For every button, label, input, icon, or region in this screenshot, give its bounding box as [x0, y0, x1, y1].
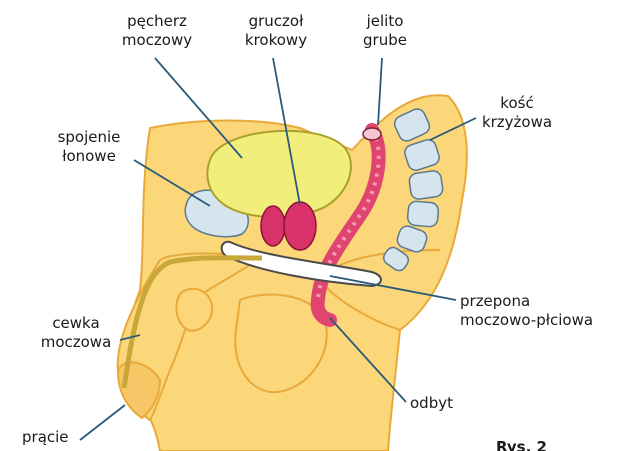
label-symphysis-line2: łonowe	[34, 147, 144, 166]
label-diaphragm-line1: przepona	[460, 292, 593, 311]
label-sacrum-line1: kość	[472, 94, 562, 113]
label-urethra: cewka moczowa	[26, 314, 126, 352]
label-diaphragm-line2: moczowo-płciowa	[460, 311, 593, 330]
label-sacrum: kość krzyżowa	[472, 94, 562, 132]
label-diaphragm: przepona moczowo-płciowa	[460, 292, 593, 330]
testis	[176, 289, 212, 331]
colon-opening	[363, 128, 381, 140]
label-bladder-line2: moczowy	[96, 31, 218, 50]
label-sacrum-line2: krzyżowa	[472, 113, 562, 132]
label-colon-line2: grube	[350, 31, 420, 50]
label-penis-line1: prącie	[22, 428, 69, 447]
prostate-left	[261, 206, 285, 246]
label-prostate-line2: krokowy	[226, 31, 326, 50]
label-symphysis: spojenie łonowe	[34, 128, 144, 166]
label-penis: prącie	[22, 428, 69, 447]
figure-caption: Rys. 2	[496, 438, 547, 451]
label-prostate: gruczoł krokowy	[226, 12, 326, 50]
label-anus-line1: odbyt	[410, 394, 453, 413]
label-colon-line1: jelito	[350, 12, 420, 31]
label-prostate-line1: gruczoł	[226, 12, 326, 31]
label-bladder: pęcherz moczowy	[96, 12, 218, 50]
prostate-right	[284, 202, 316, 250]
label-symphysis-line1: spojenie	[34, 128, 144, 147]
label-anus: odbyt	[410, 394, 453, 413]
label-bladder-line1: pęcherz	[96, 12, 218, 31]
label-urethra-line1: cewka	[26, 314, 126, 333]
label-colon: jelito grube	[350, 12, 420, 50]
label-urethra-line2: moczowa	[26, 333, 126, 352]
